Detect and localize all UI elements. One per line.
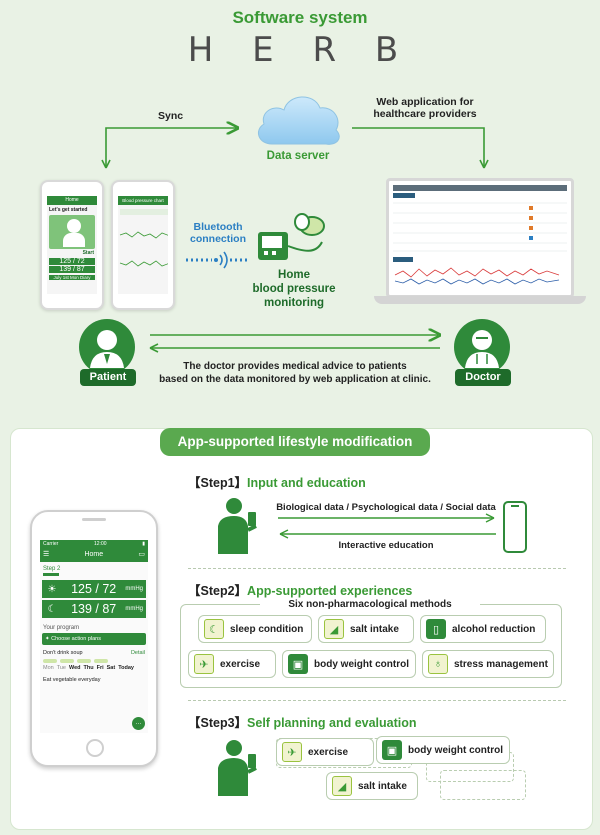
phone-home-header: Home [47, 196, 97, 205]
section-title: App-supported lifestyle modification [160, 428, 430, 456]
top-arrows [101, 0, 489, 353]
data-server-label: Data server [266, 150, 330, 162]
patient-label: Patient [80, 369, 136, 386]
advice-line-2: based on the data monitored by web appli… [159, 374, 431, 385]
salt-shaker-icon-2: ◢ [332, 776, 352, 796]
bp-monitor-icon [258, 213, 325, 260]
plan1-checks [40, 658, 148, 664]
glass-icon: ▯ [426, 619, 446, 639]
cloud-icon [257, 96, 340, 145]
laptop-screen [386, 178, 574, 298]
method-exercise: ✈exercise [188, 650, 276, 678]
data-arrow-label: Biological data / Psychological data / S… [276, 502, 496, 513]
phone-home-bp1: 125 / 72 [49, 258, 95, 265]
chart-icon[interactable]: ▭ [138, 551, 145, 558]
step1-arrows [278, 513, 496, 539]
method-salt: ◢salt intake [318, 615, 414, 643]
salt-shaker-icon: ◢ [324, 619, 344, 639]
smartphone-icon [503, 501, 527, 553]
phone-home-start: Start [82, 250, 94, 256]
choose-action-button[interactable]: ✦ Choose action plans [42, 633, 146, 645]
plan-weight: ▣body weight control [376, 736, 510, 764]
sync-label: Sync [158, 110, 184, 122]
phone-home-text: Let's get started [49, 207, 88, 213]
meditation-icon: ♁ [428, 654, 448, 674]
step3-name: Self planning and evaluation [247, 716, 417, 730]
method-sleep: ☾sleep condition [198, 615, 312, 643]
sun-icon: ☀ [47, 583, 57, 595]
method-alcohol: ▯alcohol reduction [420, 615, 546, 643]
app-phone: Carrier 12:00 ▮ ☰ Home ▭ Step 2 ☀ 125 / … [30, 510, 158, 767]
doctor-label: Doctor [455, 369, 511, 386]
bed-icon: ☾ [204, 619, 224, 639]
runner-icon: ✈ [194, 654, 214, 674]
method-stress: ♁stress management [422, 650, 554, 678]
page-title: Software system [232, 8, 368, 27]
plan-salt: ◢salt intake [326, 772, 418, 800]
battery-icon: ▮ [142, 541, 145, 547]
person-phone-icon-2 [218, 740, 257, 796]
menu-icon[interactable]: ☰ [43, 551, 50, 558]
scale-icon-2: ▣ [382, 740, 402, 760]
bp-row-evening: ☾ 139 / 87 mmHg [42, 600, 146, 618]
scale-icon: ▣ [288, 654, 308, 674]
step2-num: 【Step2】 [188, 584, 248, 598]
plan-slot-3 [440, 770, 526, 800]
plan-exercise: ✈exercise [276, 738, 374, 766]
phone-chart-header: Blood pressure chart [118, 196, 168, 205]
phone-home-bp2: 139 / 87 [49, 266, 95, 273]
laptop-base [374, 296, 586, 304]
web-app-label-2: healthcare providers [373, 108, 477, 120]
plan2-label: Eat vegetable everyday [43, 677, 101, 683]
advice-line-1: The doctor provides medical advice to pa… [183, 361, 407, 372]
plan1-detail-link[interactable]: Detail [130, 650, 145, 656]
method-weight: ▣body weight control [282, 650, 416, 678]
app-header-title: Home [84, 550, 104, 558]
bulb-icon: ✦ [45, 636, 52, 642]
phone-chart-graph [119, 209, 168, 267]
step1-num: 【Step1】 [188, 476, 248, 490]
bluetooth-label-1: Bluetooth [193, 221, 243, 233]
status-time: 12:00 [94, 541, 107, 547]
plan1-label: Don't drink soup [43, 650, 83, 656]
patient-avatar-icon [79, 319, 135, 375]
web-app-dashboard [393, 185, 567, 285]
step3-num: 【Step3】 [188, 716, 248, 730]
phone-home-illustration [49, 215, 95, 249]
methods-title: Six non-pharmacological methods [260, 599, 480, 610]
home-bp-label-2: blood pressure [252, 283, 336, 295]
phone-chart: Blood pressure chart [111, 180, 175, 310]
step1-name: Input and education [247, 476, 366, 490]
phone-home-diary: July 1st Mon Diary [49, 275, 95, 280]
brand-logo: H E R B [187, 30, 413, 70]
home-button[interactable] [86, 739, 104, 757]
web-app-label-1: Web application for [376, 96, 474, 108]
runner-icon-2: ✈ [282, 742, 302, 762]
edu-arrow-label: Interactive education [338, 540, 434, 551]
home-bp-label-1: Home [278, 269, 310, 281]
doctor-avatar-icon [454, 319, 510, 375]
app-step: Step 2 [43, 566, 61, 572]
bp-row-morning: ☀ 125 / 72 mmHg [42, 580, 146, 598]
wireless-signal-icon [214, 251, 228, 269]
bluetooth-label-2: connection [189, 233, 246, 245]
status-carrier: Carrier [43, 541, 59, 547]
moon-icon: ☾ [47, 603, 57, 615]
step-progress [43, 573, 59, 576]
person-phone-icon [218, 498, 257, 554]
app-screen: Carrier 12:00 ▮ ☰ Home ▭ Step 2 ☀ 125 / … [40, 540, 148, 733]
home-bp-label-3: monitoring [263, 297, 325, 309]
program-label: Your program [43, 625, 80, 631]
chat-icon[interactable]: … [132, 717, 145, 730]
phone-home: Home Let's get started Start 125 / 72 13… [40, 180, 104, 310]
step2-name: App-supported experiences [247, 584, 413, 598]
